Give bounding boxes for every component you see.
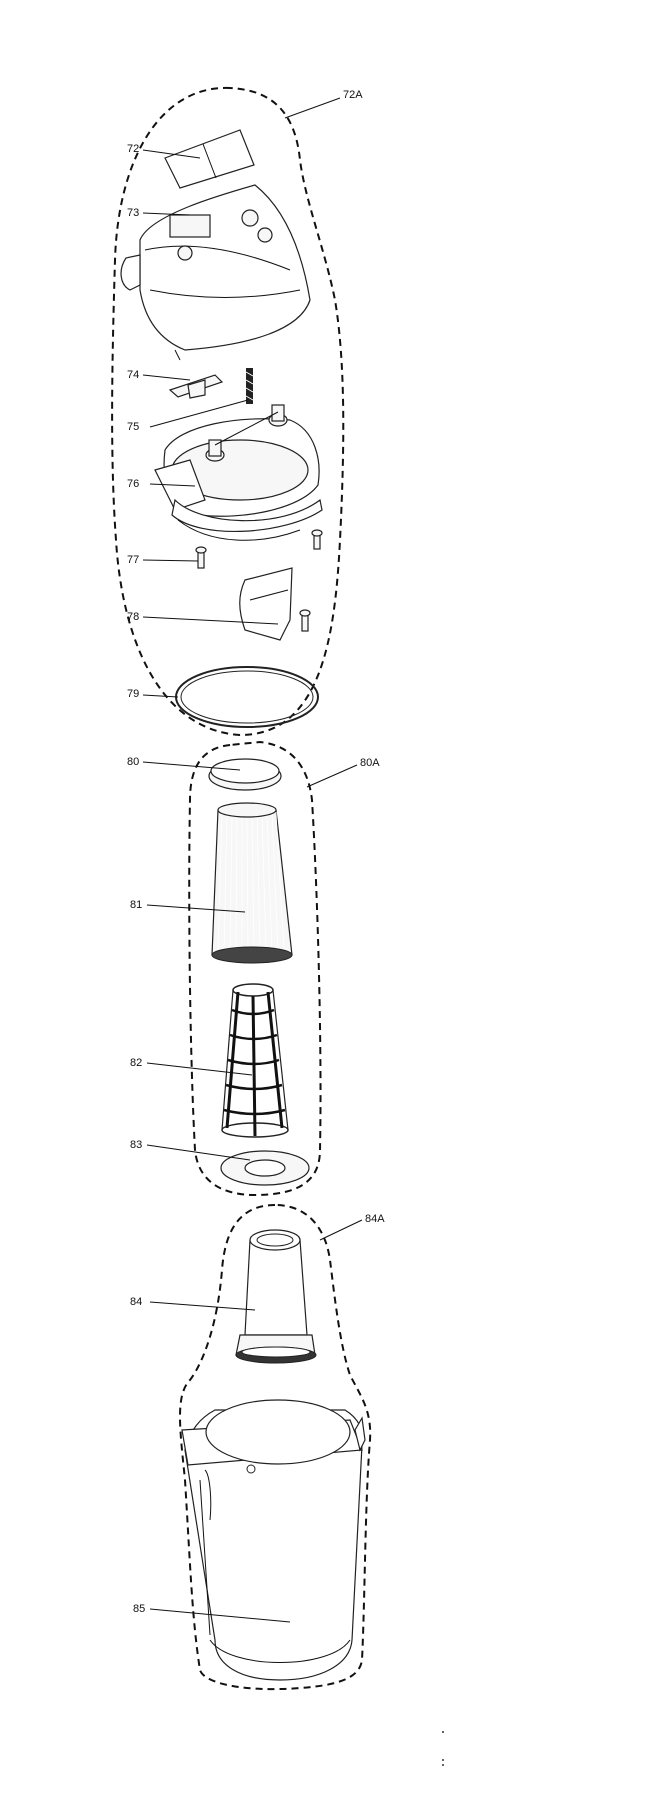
- part-84-label: 84: [130, 1296, 142, 1308]
- part-81-label: 81: [130, 899, 142, 911]
- part-83-leader: [146, 1144, 251, 1161]
- group-80a-boundary: [188, 740, 322, 1197]
- part-75-leader: [149, 399, 249, 428]
- part-76-cyclone-body: [154, 404, 323, 541]
- group-72a-label: 72A: [343, 89, 363, 101]
- part-77-leader: [142, 559, 199, 562]
- part-72-label: 72: [127, 143, 139, 155]
- part-79-label: 79: [127, 688, 139, 700]
- part-80-filter-cap: [208, 758, 282, 791]
- group-80a-leader: [306, 764, 358, 788]
- part-81-leader: [146, 904, 246, 913]
- scan-speck: [442, 1731, 444, 1733]
- part-74-label: 74: [127, 369, 139, 381]
- part-73-label: 73: [127, 207, 139, 219]
- part-79-gasket-ring: [175, 666, 319, 728]
- part-75-label: 75: [127, 421, 139, 433]
- group-84a-boundary: [179, 1203, 372, 1691]
- scan-speck: [442, 1759, 444, 1761]
- part-73-leader: [142, 212, 191, 216]
- part-78-label: 78: [127, 611, 139, 623]
- part-74-leader: [142, 374, 191, 381]
- part-81-pleated-filter: [211, 802, 293, 964]
- part-84-inner-tube: [235, 1229, 317, 1364]
- part-78-baffle: [239, 567, 293, 641]
- part-82-leader: [146, 1062, 253, 1076]
- part-84-leader: [149, 1301, 256, 1311]
- group-84a-leader: [319, 1219, 363, 1241]
- scan-speck: [442, 1764, 444, 1766]
- part-78-leader: [142, 616, 279, 625]
- group-72a-leader: [284, 97, 341, 119]
- part-79-leader: [142, 694, 179, 698]
- part-73-top-housing: [120, 184, 311, 361]
- part-85-label: 85: [133, 1603, 145, 1615]
- part-72-leader: [142, 149, 201, 159]
- part-83-label: 83: [130, 1139, 142, 1151]
- part-82-filter-cage: [221, 983, 289, 1138]
- part-72-tag: [164, 129, 255, 189]
- group-72a-boundary: [111, 86, 345, 737]
- part-80-label: 80: [127, 756, 139, 768]
- part-75-spring: [245, 368, 254, 404]
- part-77-screws: [195, 529, 323, 632]
- part-76-label: 76: [127, 478, 139, 490]
- part-83-washer: [220, 1150, 310, 1186]
- group-80a-label: 80A: [360, 757, 380, 769]
- part-77-label: 77: [127, 554, 139, 566]
- part-85-leader: [149, 1608, 291, 1623]
- group-84a-label: 84A: [365, 1213, 385, 1225]
- part-80-leader: [142, 761, 241, 771]
- part-74-latch: [168, 374, 224, 399]
- part-82-label: 82: [130, 1057, 142, 1069]
- part-85-dust-cup: [181, 1399, 366, 1681]
- part-76-leader: [149, 483, 196, 487]
